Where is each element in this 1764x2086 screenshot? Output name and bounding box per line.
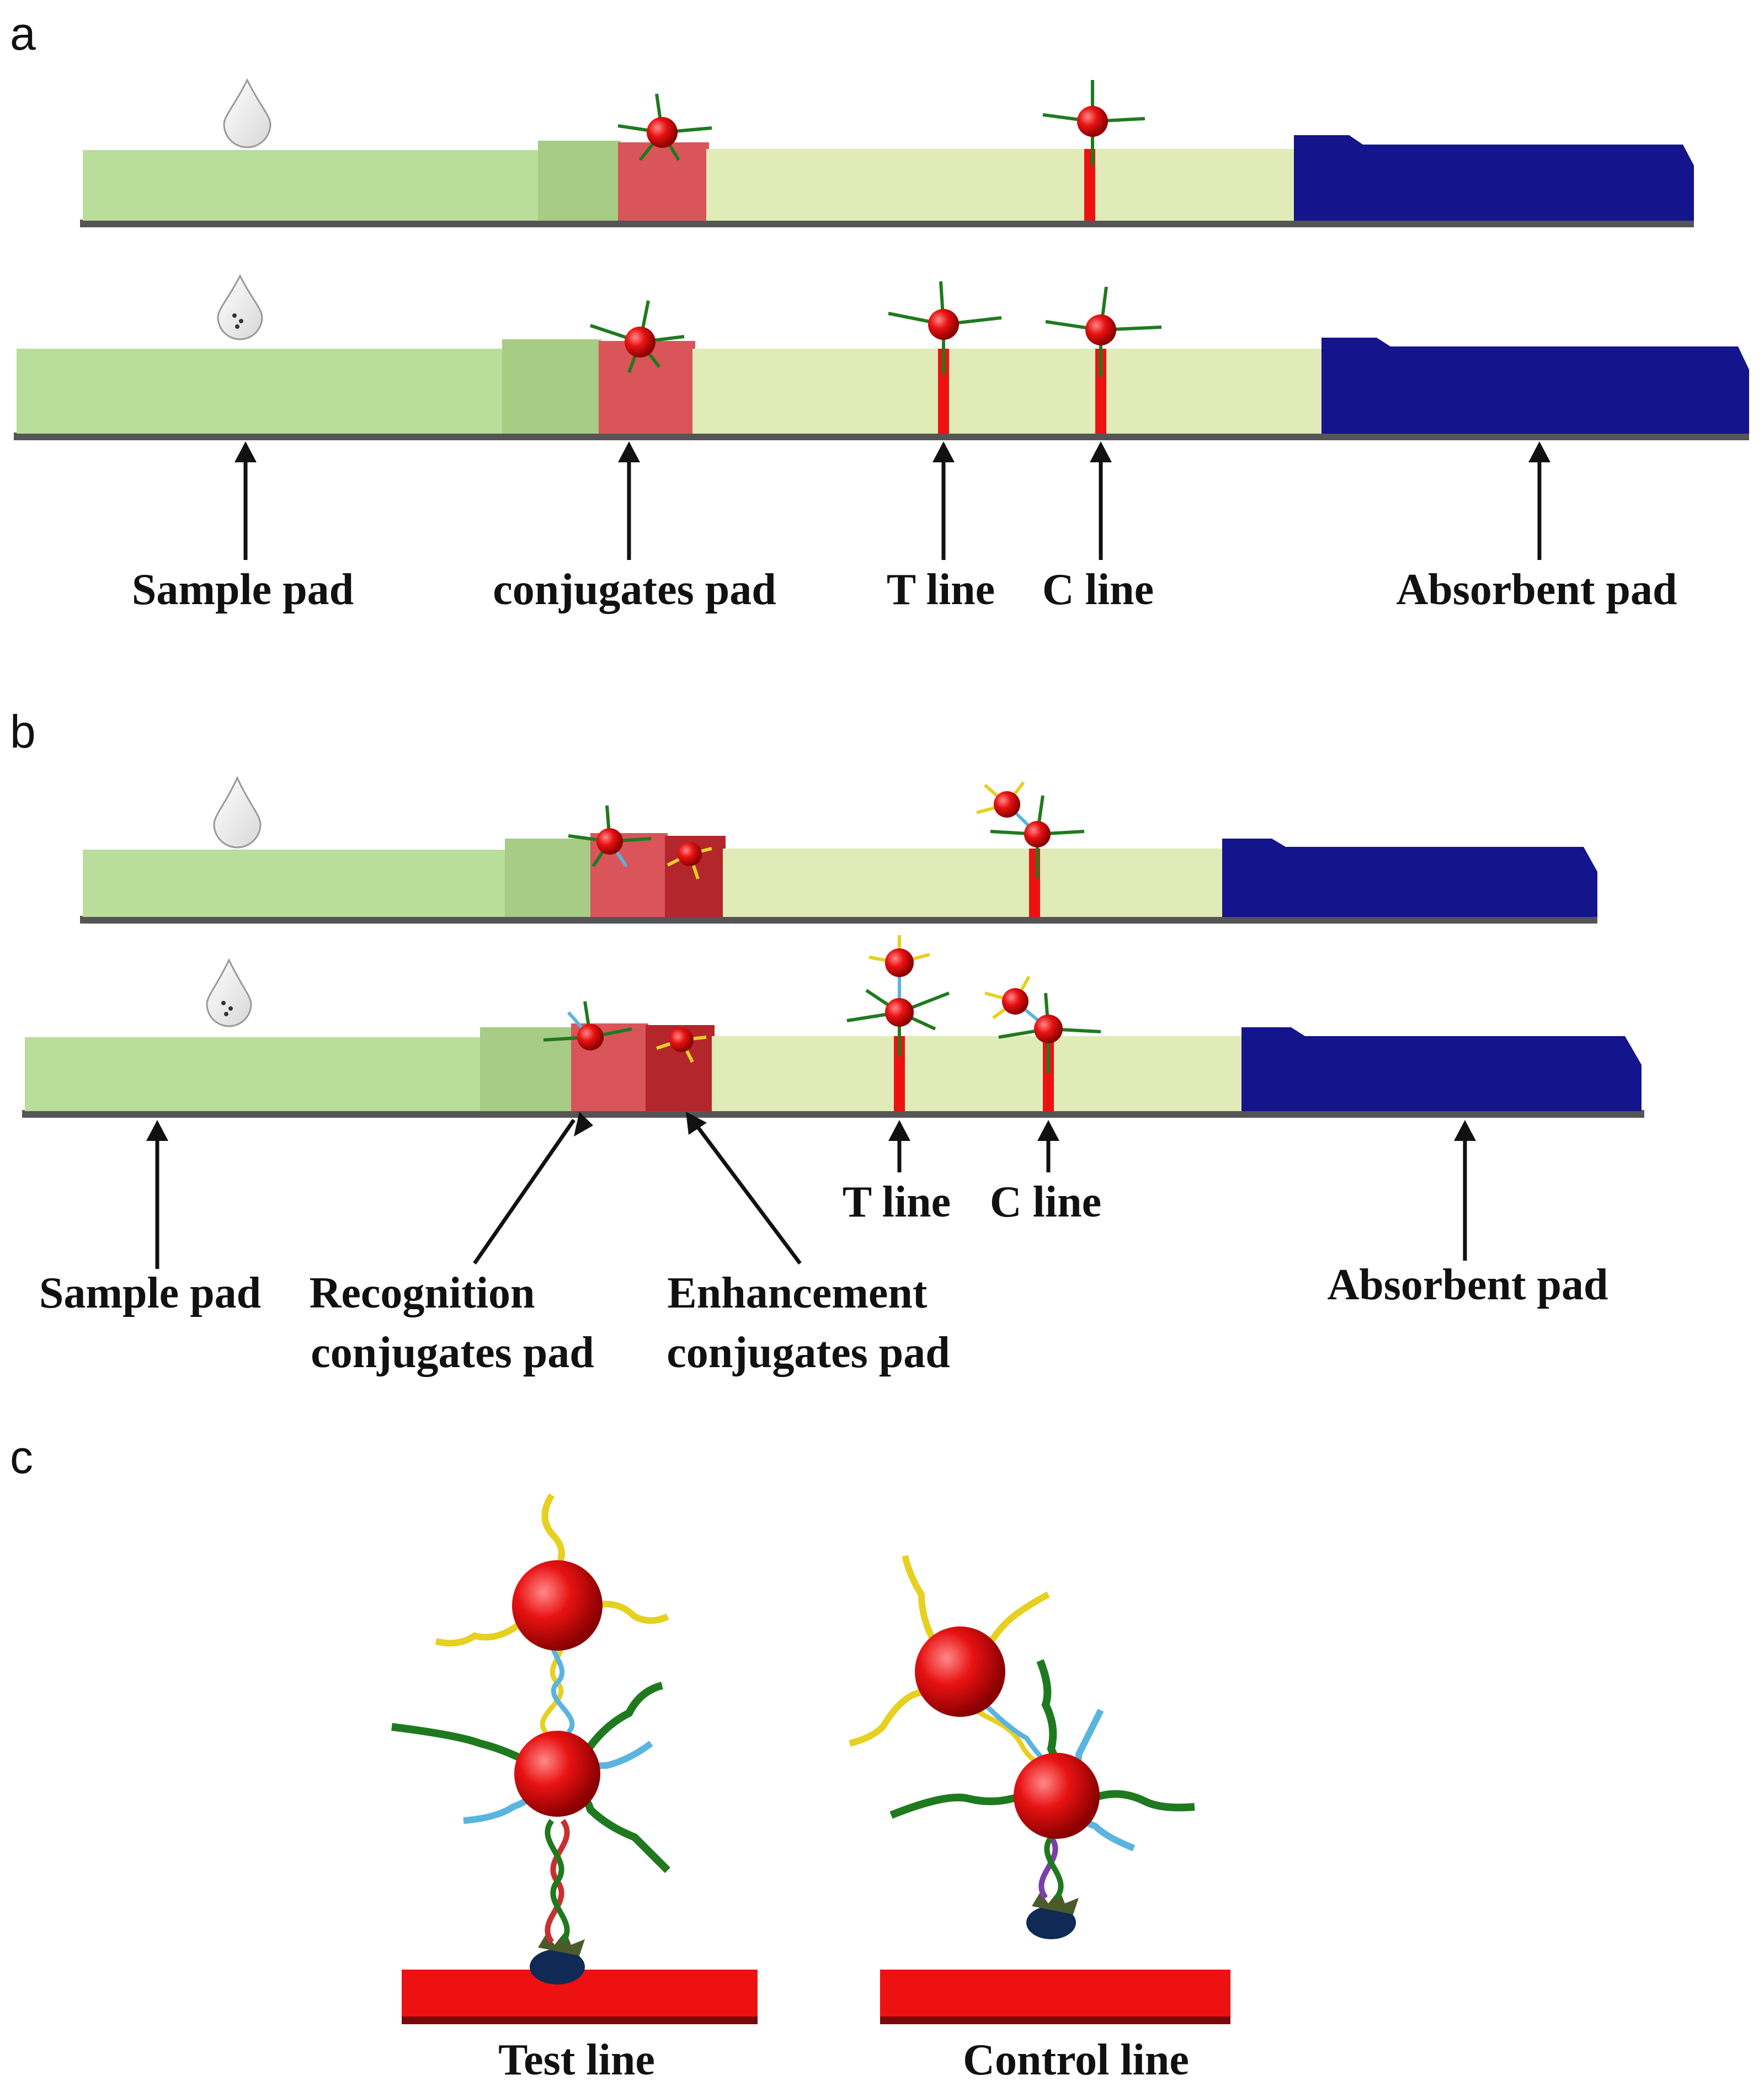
label-c-line: C line [990, 1178, 1101, 1226]
sample-drop-icon [206, 958, 252, 1027]
nanoparticle [625, 327, 655, 358]
membrane [712, 1036, 1250, 1111]
nanoparticle [885, 998, 914, 1027]
nanoparticle [577, 1024, 604, 1050]
sample-pad [25, 1037, 510, 1111]
analyte-dot [224, 1012, 228, 1016]
label-sample-pad: Sample pad [132, 565, 354, 614]
absorbent-pad [1241, 1027, 1642, 1111]
backing-bar [22, 1110, 1644, 1118]
membrane [706, 149, 1308, 221]
capture-antibody-anchor [530, 1949, 585, 1984]
label-absorbent-pad: Absorbent pad [1396, 565, 1677, 614]
control-line-structure [849, 1555, 1230, 2024]
anchor-star [538, 1931, 585, 1956]
label-recognition-line2: conjugates pad [311, 1329, 594, 1377]
panel-b-letter: b [10, 706, 36, 757]
nanoparticle [678, 842, 702, 866]
nanoparticle [1034, 1015, 1063, 1043]
drop-icon [213, 776, 262, 849]
conjugate-pad [599, 341, 695, 434]
analyte-dot [221, 1001, 226, 1005]
label-test-line: Test line [498, 2036, 655, 2084]
test-line-structure [391, 1493, 758, 2024]
test-line-base [402, 1970, 758, 2019]
label-t-line: T line [887, 565, 995, 614]
nanoparticle [669, 1028, 694, 1052]
panel-c-letter: c [10, 1431, 33, 1483]
nanoparticle [885, 948, 914, 977]
sample-drop-icon [217, 274, 263, 340]
drop-icon [223, 78, 271, 148]
control-line-base-shadow [880, 2016, 1230, 2024]
nanoparticle [1077, 106, 1108, 137]
t-line-stripe [894, 1036, 905, 1111]
conjugate-pad [618, 142, 709, 221]
absorbent-pad [1222, 839, 1597, 917]
strip-a1 [80, 135, 1694, 227]
control-line-base [880, 1970, 1230, 2019]
nanoparticle [647, 117, 678, 148]
nanoparticle [1014, 1753, 1100, 1839]
nanoparticle [915, 1626, 1005, 1717]
label-enhancement-line1: Enhancement [667, 1269, 927, 1317]
capture-antibody-anchor [1026, 1906, 1076, 1939]
nanoparticle [1002, 988, 1028, 1015]
t-line-stripe [938, 349, 949, 434]
c-line-stripe [1084, 149, 1095, 221]
label-conjugates-pad: conjugates pad [493, 565, 776, 614]
sample-pad-overlap [538, 141, 621, 221]
membrane [723, 849, 1230, 917]
sample-pad [17, 349, 524, 434]
arrows-b [146, 1112, 1476, 1269]
absorbent-pad [1294, 135, 1694, 221]
strip-b2 [22, 1023, 1644, 1118]
absorbent-pad [1321, 338, 1749, 434]
test-line-base-shadow [402, 2016, 758, 2024]
sample-pad-overlap [505, 839, 593, 917]
dna-helix [545, 1819, 570, 1944]
arrows-a [235, 441, 1550, 560]
backing-bar [14, 433, 1749, 440]
label-enhancement-line2: conjugates pad [667, 1329, 950, 1377]
nanoparticle [596, 828, 623, 855]
label-t-line: T line [843, 1178, 951, 1226]
nanoparticle [994, 791, 1020, 818]
analyte-dot [228, 1006, 233, 1011]
c-line-stripe [1095, 349, 1106, 434]
panel-a-letter: a [10, 8, 36, 60]
sample-pad-overlap [502, 339, 601, 434]
strip-a2 [14, 338, 1749, 440]
analyte-dot [235, 324, 239, 329]
nanoparticle [1024, 821, 1051, 847]
label-recognition-line1: Recognition [310, 1269, 535, 1317]
sample-pad [83, 850, 541, 917]
label-absorbent-pad: Absorbent pad [1327, 1261, 1608, 1309]
sample-pad-overlap [480, 1027, 574, 1111]
nanoparticle [514, 1731, 600, 1817]
strip-b1 [80, 833, 1597, 924]
analyte-dot [239, 319, 243, 323]
nanoparticle [512, 1560, 603, 1651]
label-c-line: C line [1042, 565, 1154, 614]
label-sample-pad: Sample pad [39, 1269, 261, 1317]
label-control-line: Control line [963, 2036, 1189, 2084]
sample-pad [83, 150, 574, 221]
analyte-dot [232, 313, 237, 318]
backing-bar [80, 916, 1597, 924]
nanoparticle [928, 309, 959, 340]
backing-bar [80, 220, 1694, 227]
c-line-stripe [1043, 1036, 1054, 1111]
membrane [692, 349, 1330, 434]
nanoparticle [1085, 314, 1116, 345]
anchor-star [1032, 1890, 1079, 1914]
